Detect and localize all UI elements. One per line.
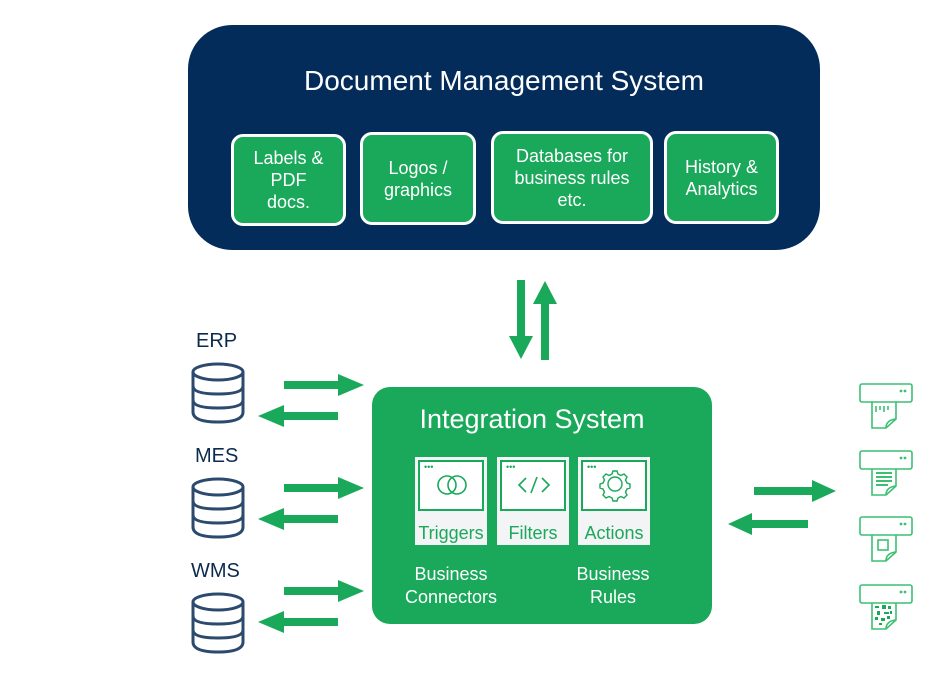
module-triggers: ••• Triggers [415, 457, 487, 545]
arrow-right-icon [284, 477, 364, 499]
document-management-system: Document Management System Labels & PDF … [188, 25, 820, 250]
integration-system: Integration System ••• Triggers ••• Filt… [372, 387, 712, 624]
arrow-down-icon [509, 280, 533, 359]
barcode-printer-icon [859, 516, 913, 562]
linked-rings-icon [437, 475, 467, 495]
database-icon [191, 477, 245, 539]
erp-arrows [258, 374, 364, 427]
dms-card-logos: Logos / graphics [360, 132, 476, 225]
source-label-wms: WMS [191, 560, 240, 582]
arrow-right-icon [284, 580, 364, 602]
mes-arrows [258, 477, 364, 530]
arrow-left-icon [258, 405, 338, 427]
arrow-left-icon [258, 508, 338, 530]
module-filters: ••• Filters [497, 457, 569, 545]
database-icon [191, 362, 245, 424]
arrow-right-icon [284, 374, 364, 396]
integration-title: Integration System [419, 404, 645, 434]
dms-title: Document Management System [304, 65, 704, 96]
vertical-arrows [509, 280, 557, 360]
module-actions: ••• Actions [578, 457, 650, 545]
source-label-erp: ERP [196, 330, 238, 352]
module-label: Filters [508, 523, 558, 543]
source-label-mes: MES [195, 445, 239, 467]
dms-card-history: History & Analytics [664, 131, 779, 224]
business-connectors-label: Business Connectors [404, 564, 498, 607]
dms-card-labels-pdf: Labels & PDF docs. [231, 134, 346, 226]
output-arrows [728, 480, 836, 535]
arrow-left-icon [728, 513, 808, 535]
document-printer-icon [859, 450, 913, 496]
module-label: Triggers [418, 523, 484, 543]
module-label: Actions [584, 523, 644, 543]
business-rules-label: Business Rules [576, 564, 650, 607]
wms-arrows [258, 580, 364, 633]
arrow-right-icon [754, 480, 836, 502]
dms-card-databases: Databases for business rules etc. [491, 131, 653, 224]
database-icon [191, 592, 245, 654]
qr-code-printer-icon [859, 584, 913, 630]
label-printer-icon [859, 383, 913, 429]
gear-icon [599, 470, 631, 502]
code-brackets-icon [517, 476, 551, 494]
arrow-up-icon [533, 281, 557, 360]
arrow-left-icon [258, 611, 338, 633]
